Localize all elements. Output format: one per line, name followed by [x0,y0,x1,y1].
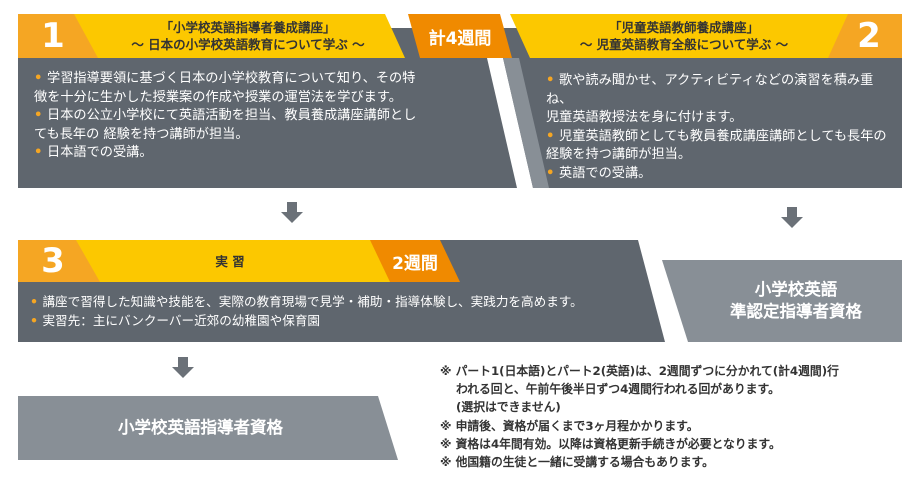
qual-main: 小学校英語指導者資格 [118,418,283,437]
course2-title: 「児童英語教師養成講座」 [608,20,759,35]
course2-header-bg [510,14,902,58]
course2-bullet: 歌や読み聞かせ、アクティビティなどの演習を積み重ね、 [546,72,896,109]
course3-duration-badge: 2週間 [392,253,438,274]
panel-divider [487,58,533,188]
course1-bullet: 日本語での受講。 [34,144,484,163]
qual-main-panel [18,396,398,460]
course2-number-tab [828,14,902,58]
course1-header: 「小学校英語指導者養成講座」 〜 日本の小学校英語教育について学ぶ 〜 [98,14,398,58]
total-badge-bg [408,14,512,58]
arrow-down-icon [172,357,194,378]
arrow-down-icon [281,202,303,223]
course3-number: 3 [41,241,65,281]
course3-bullet: 実習先：主にバンクーバー近郊の幼稚園や保育園 [30,312,650,331]
note-line: ※ 申請後、資格が届くまで3ヶ月程かかります。 [440,418,699,433]
course1-subtitle: 〜 日本の小学校英語教育について学ぶ 〜 [131,37,365,52]
course3-body: 講座で習得した知識や技能を、実際の教育現場で見学・補助・指導体験し、実践力を高め… [30,293,650,330]
course3-bullet: 講座で習得した知識や技能を、実際の教育現場で見学・補助・指導体験し、実践力を高め… [30,293,650,312]
notes: ※ パート1(日本語)とパート2(英語)は、2週間ずつに分かれて(計4週間)行 … [440,362,839,471]
arrow-down-icon [781,207,803,228]
course2-subtitle: 〜 児童英語教育全般について学ぶ 〜 [579,37,789,52]
duration-badge-bg [370,240,460,282]
note-line: ※ 資格は4年間有効。以降は資格更新手続きが必要となります。 [440,436,781,451]
course1-bullet: 日本の公立小学校にて英語活動を担当、教員養成講座講師とし [34,107,484,126]
note-line: われる回と、午前午後半日ずつ4週間行われる回があります。 [456,382,780,397]
note-line: ※ パート1(日本語)とパート2(英語)は、2週間ずつに分かれて(計4週間)行 [440,364,839,378]
total-duration-badge: 計4週間 [428,28,492,49]
course1-bullet: 学習指導要領に基づく日本の小学校教育について知り、その特 [34,70,484,89]
course2-bullet: 児童英語教師としても教員養成講座講師としても長年の [546,128,896,147]
course3-header-bg [18,240,400,282]
course2-header: 「児童英語教師養成講座」 〜 児童英語教育全般について学ぶ 〜 [534,14,834,58]
qual-associate-panel [662,260,902,342]
qual-associate-line1: 小学校英語 [754,280,838,299]
course2-bullet-cont: 児童英語教授法を身に付けます。 [546,110,743,126]
course3-title: 実 習 [215,253,245,269]
course1-number-tab [18,14,98,58]
course2-bullet: 英語での受講。 [546,165,896,184]
course2-bullet-cont: 経験を持つ講師が担当。 [546,147,692,163]
course1-body: 学習指導要領に基づく日本の小学校教育について知り、その特 徴を十分に生かした授業… [34,70,484,163]
course3-number-tab [18,240,100,282]
qual-associate: 小学校英語 準認定指導者資格 [690,260,902,342]
note-line: ※ 他国籍の生徒と一緒に受講する場合もあります。 [440,455,714,470]
course2-number: 2 [857,16,881,56]
qual-associate-line2: 準認定指導者資格 [730,302,862,321]
course1-title: 「小学校英語指導者養成講座」 [160,20,336,35]
note-line: (選択はできません) [456,400,561,415]
divider-shadow [503,58,549,188]
course1-header-bg [18,14,405,58]
course1-number: 1 [41,16,65,56]
course1-bullet-cont: 徴を十分に生かした授業案の作成や授業の運営法を学びます。 [34,89,402,105]
course1-bullet-cont: ても長年の 経験を持つ講師が担当。 [34,126,249,142]
course2-body: 歌や読み聞かせ、アクティビティなどの演習を積み重ね、 児童英語教授法を身に付けま… [546,72,896,184]
